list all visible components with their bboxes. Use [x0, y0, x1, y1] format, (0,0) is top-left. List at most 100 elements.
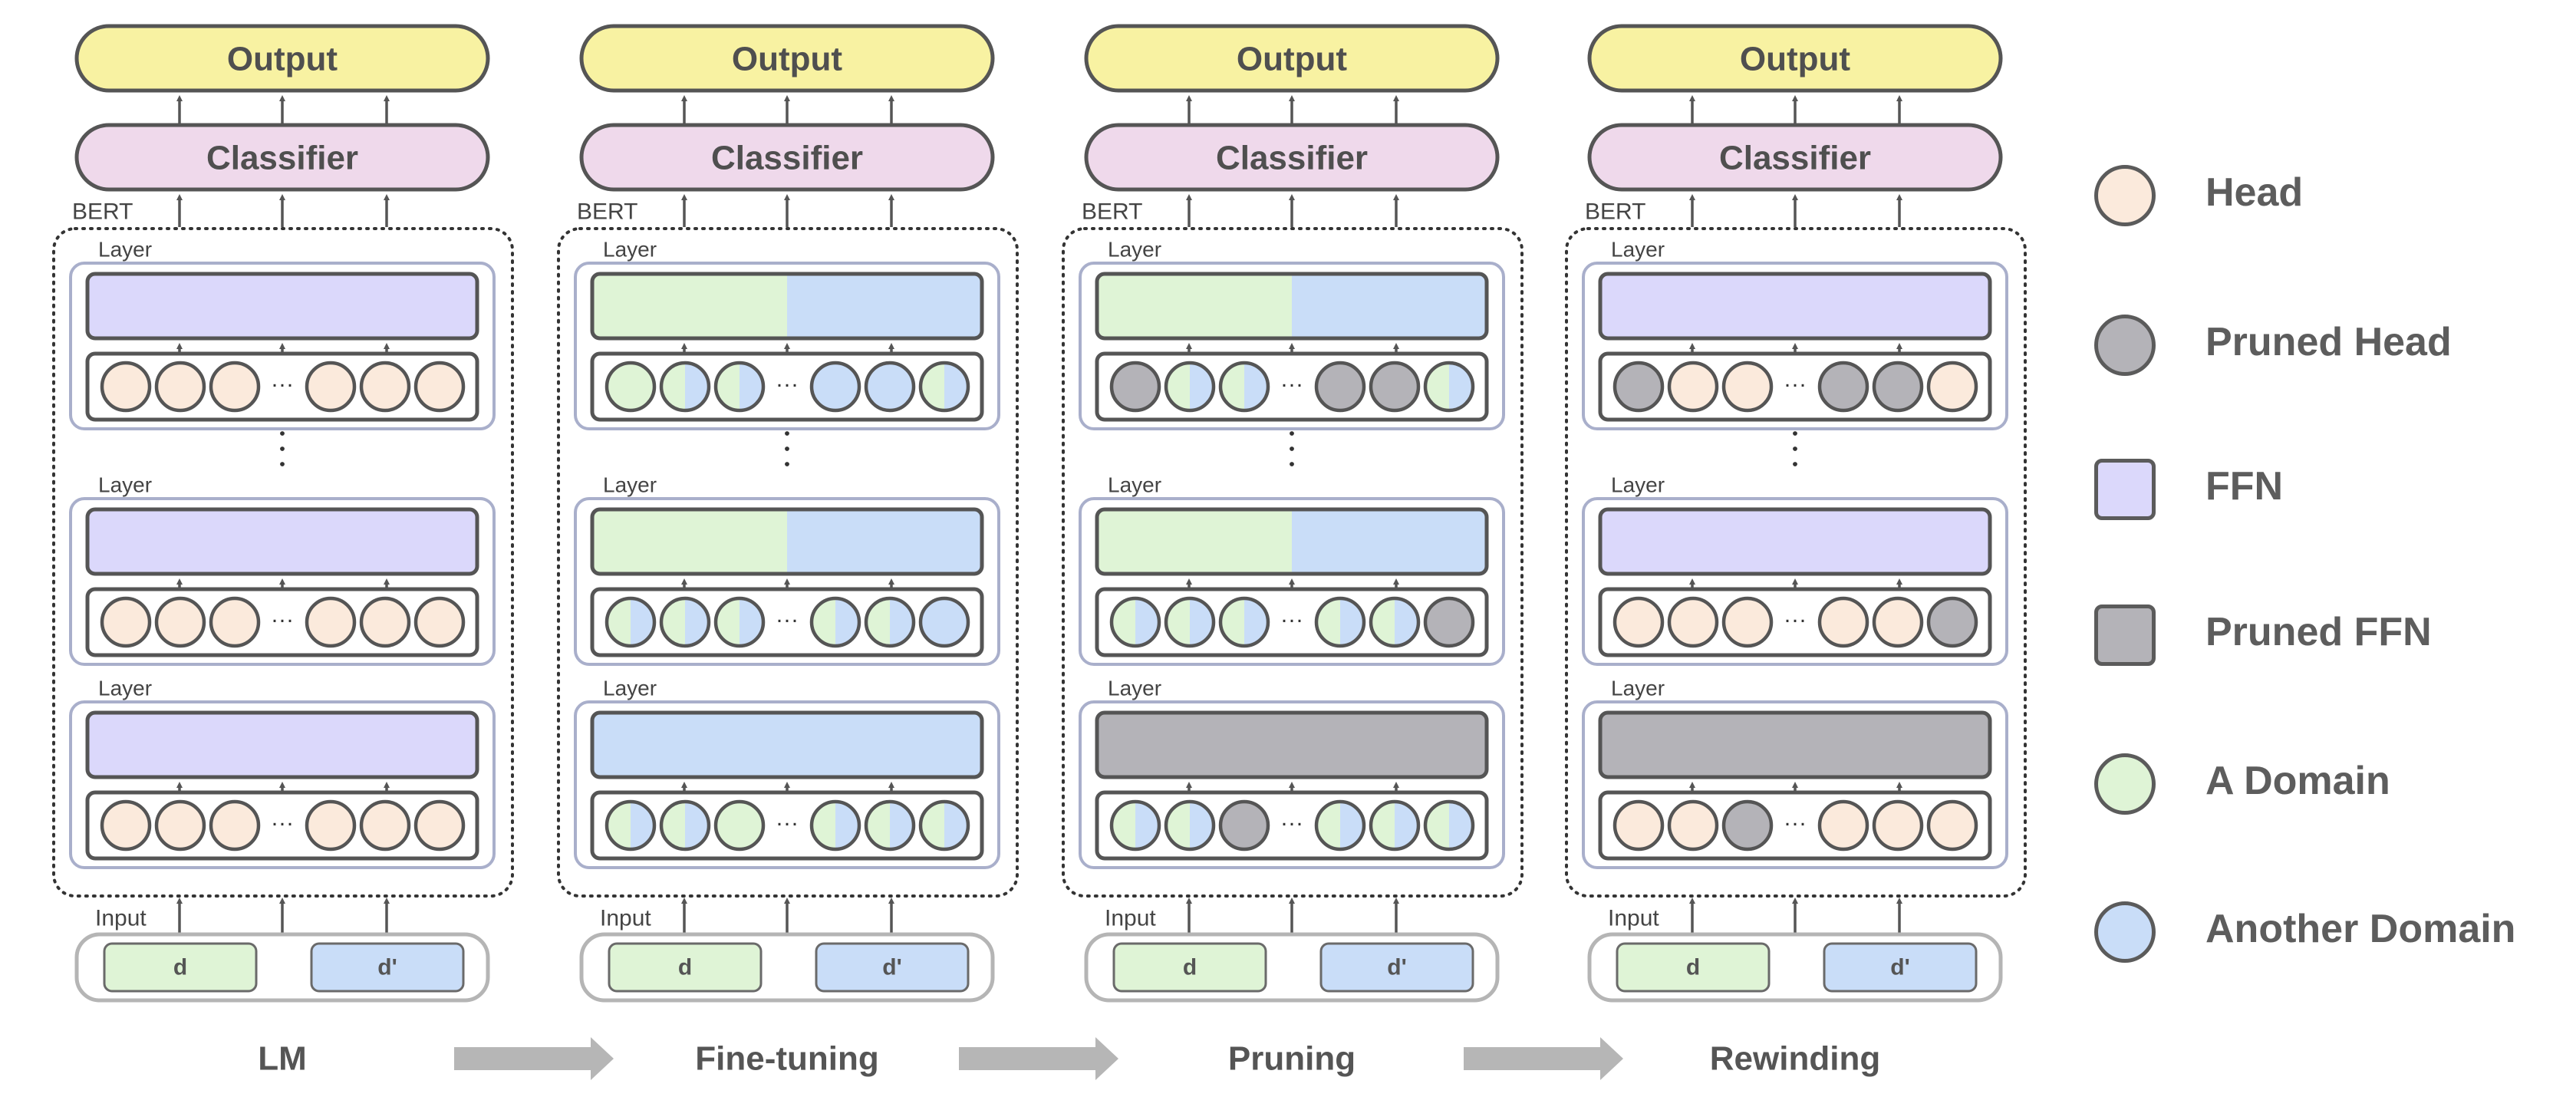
- domain-a-half: [1166, 363, 1190, 410]
- layer-3: Layer ···: [574, 677, 1000, 869]
- domain-b-half: [944, 802, 968, 849]
- domain-a-half: [607, 598, 631, 646]
- head-circle: [864, 361, 916, 413]
- heads-ellipsis: ···: [776, 811, 799, 836]
- pruned-head: [1369, 361, 1421, 413]
- domain-a-half: [866, 802, 890, 849]
- legend-swatch: [2094, 901, 2156, 963]
- head-circle: [1164, 799, 1216, 852]
- layer-label: Layer: [603, 473, 657, 497]
- legend-label: Pruned FFN: [2205, 610, 2432, 654]
- domain-a-half: [1166, 598, 1190, 646]
- domain-a-half: [661, 363, 685, 410]
- classifier-label: Classifier: [1719, 140, 1871, 177]
- head-circle: [1423, 799, 1475, 852]
- output-label: Output: [732, 41, 843, 78]
- pruned-head: [1872, 361, 1924, 413]
- head-circle: [100, 596, 152, 648]
- classifier-label: Classifier: [1216, 140, 1368, 177]
- domain-b-half: [835, 598, 859, 646]
- domain-a-half: [716, 598, 740, 646]
- layer-frame: [1582, 700, 2008, 869]
- head-circle: [1872, 799, 1924, 852]
- head-circle: [1817, 596, 1869, 648]
- head-circle: [659, 596, 711, 648]
- output-label: Output: [1237, 41, 1348, 78]
- vertical-dot: [1793, 462, 1797, 466]
- domain-a-half: [661, 802, 685, 849]
- panel-rewinding: OutputClassifierBERTLayer···Layer···Laye…: [1565, 24, 2027, 1078]
- domain-b-half: [631, 802, 654, 849]
- legend-item-pruned-ffn: Pruned FFN: [2094, 605, 2570, 674]
- input-d-label: d: [1183, 955, 1197, 980]
- head-circle: [1612, 596, 1665, 648]
- head-circle: [1109, 799, 1161, 852]
- legend-item-a-domain: A Domain: [2094, 753, 2570, 822]
- input-d-label: d: [1686, 955, 1700, 980]
- domain-a-half: [1112, 598, 1135, 646]
- vertical-dot: [785, 446, 789, 451]
- pruned-head: [1423, 596, 1475, 648]
- split-fill: [1097, 274, 1487, 338]
- head-circle: [1369, 596, 1421, 648]
- heads-ellipsis: ···: [1784, 372, 1807, 397]
- pruned-head: [1218, 799, 1270, 852]
- layer-label: Layer: [603, 677, 657, 700]
- head-circle: [305, 361, 357, 413]
- vertical-dot: [1793, 431, 1797, 436]
- output-box: [74, 24, 490, 93]
- domain-a-half: [1220, 363, 1244, 410]
- input-d-box: [608, 942, 763, 993]
- heads-ellipsis: ···: [271, 372, 294, 397]
- pruned-ffn-box: [1598, 710, 1992, 779]
- head-circle: [864, 799, 916, 852]
- head-circle: [1872, 596, 1924, 648]
- heads-ellipsis: ···: [1280, 811, 1303, 836]
- legend-swatch: [2094, 459, 2156, 520]
- head-circle: [154, 361, 206, 413]
- head-circle: [1218, 361, 1270, 413]
- bert-container: [1565, 227, 2027, 898]
- layer-label: Layer: [98, 473, 152, 497]
- panel-pruning: OutputClassifierBERTLayer···Layer···Laye…: [1062, 24, 1524, 1078]
- classifier-label: Classifier: [711, 140, 863, 177]
- head-circle: [154, 799, 206, 852]
- bert-container: [557, 227, 1019, 898]
- head-circle: [413, 799, 466, 852]
- classifier-label: Classifier: [206, 140, 358, 177]
- head-circle: [1926, 361, 1978, 413]
- split-fill: [1097, 509, 1487, 574]
- head-circle: [713, 361, 766, 413]
- layer-2: Layer···: [1079, 473, 1505, 666]
- output-box: [579, 24, 995, 93]
- stage-label-pruning: Pruning: [1228, 1040, 1356, 1078]
- layer-1: Layer···: [1582, 238, 2008, 430]
- head-circle: [305, 596, 357, 648]
- heads-ellipsis: ···: [1280, 608, 1303, 633]
- input-d-prime-label: d': [882, 955, 901, 980]
- heads-box: [85, 587, 479, 657]
- domain-a-half: [1316, 598, 1340, 646]
- domain-a-half: [661, 598, 685, 646]
- domain-a-half: [1371, 802, 1395, 849]
- domain-b-half: [787, 274, 982, 338]
- pruned-head: [1817, 361, 1869, 413]
- layer-label: Layer: [98, 677, 152, 700]
- domain-b-half: [835, 802, 859, 849]
- legend-label: Head: [2205, 170, 2304, 215]
- input-d-prime-box: [1319, 942, 1474, 993]
- vertical-dot: [1290, 462, 1294, 466]
- heads-ellipsis: ···: [1280, 372, 1303, 397]
- domain-b-half: [1135, 598, 1159, 646]
- bert-label: BERT: [72, 199, 133, 225]
- classifier-box: [1084, 123, 1500, 192]
- legend-label: Another Domain: [2205, 907, 2516, 951]
- domain-b-half: [685, 598, 709, 646]
- layer-frame: [574, 497, 1000, 666]
- domain-b-half: [1135, 802, 1159, 849]
- layer-frame: [1079, 262, 1505, 430]
- head-circle: [1164, 361, 1216, 413]
- head-circle: [100, 799, 152, 852]
- heads-ellipsis: ···: [776, 372, 799, 397]
